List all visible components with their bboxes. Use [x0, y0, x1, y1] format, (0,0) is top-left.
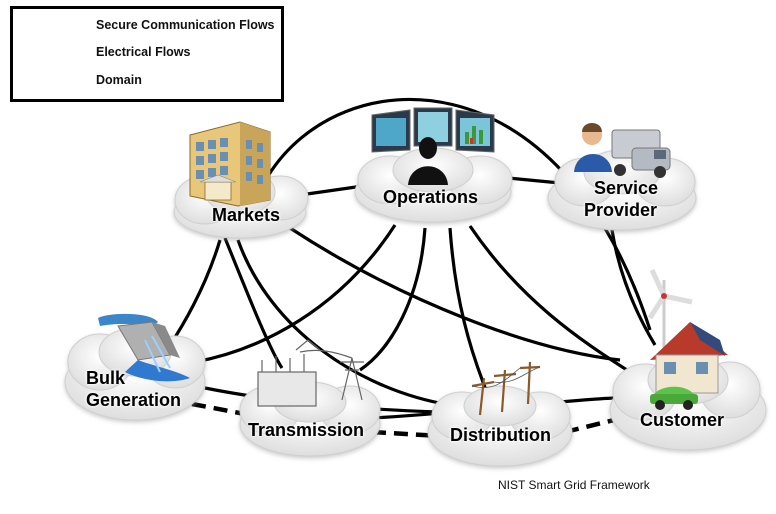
- legend-domain-label: Domain: [96, 73, 142, 87]
- flow-service-customer: [610, 229, 657, 346]
- house-wind-solar-car-icon: [647, 268, 728, 410]
- node-service-provider-line2: Provider: [584, 200, 658, 220]
- node-transmission-label: Transmission: [248, 420, 365, 440]
- flow-bulk-customer: [170, 289, 620, 400]
- legend-secure-label: Secure Communication Flows: [96, 18, 275, 32]
- substation-tower-icon: [257, 339, 364, 407]
- node-service-provider-line1: Service: [594, 178, 659, 198]
- flow-operations-bulk: [194, 224, 397, 364]
- flow-operations-distribution: [448, 227, 490, 396]
- flow-operations-transmission: [359, 227, 427, 372]
- service-technician-truck-icon: [574, 123, 671, 178]
- node-distribution-label: Distribution: [450, 425, 551, 445]
- node-bulk-generation-line1: Bulk: [86, 368, 126, 388]
- hydro-dam-icon: [98, 313, 190, 382]
- electric-bulk-transmission: [191, 401, 246, 417]
- cloud-distribution: [427, 385, 573, 467]
- figure-caption: NIST Smart Grid Framework: [498, 478, 650, 492]
- flow-markets-transmission: [223, 237, 284, 369]
- legend-electrical-label: Electrical Flows: [96, 45, 191, 59]
- utility-poles-icon: [471, 361, 541, 416]
- node-operations-label: Operations: [383, 187, 479, 207]
- node-bulk-generation-line2: Generation: [86, 390, 182, 410]
- flow-markets-bulk: [168, 239, 222, 346]
- node-markets-label: Markets: [212, 205, 281, 225]
- control-room-monitors-icon: [371, 107, 495, 185]
- flow-operations-customer: [468, 225, 631, 374]
- node-customer-label: Customer: [640, 410, 725, 430]
- flow-markets-customer: [289, 226, 621, 362]
- flow-operations-service: [507, 176, 561, 185]
- legend-box: [10, 6, 284, 102]
- office-building-icon: [189, 121, 271, 207]
